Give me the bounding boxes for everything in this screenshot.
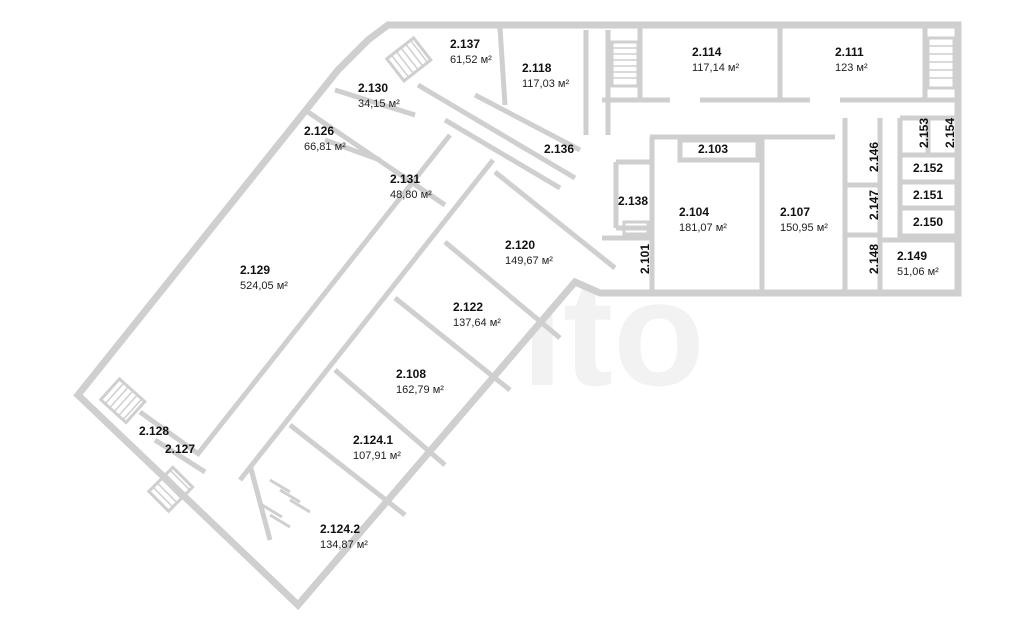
room-2-127: 2.127: [165, 442, 195, 456]
room-number: 2.124.2: [320, 522, 360, 536]
right-wing-walls: [583, 28, 955, 290]
room-area: 107,91 м²: [353, 450, 401, 462]
room-2-148: 2.148: [867, 244, 881, 274]
building-outline: [73, 21, 962, 611]
room-2-149: 2.149 51,06 м²: [897, 249, 939, 278]
room-number: 2.120: [505, 238, 535, 252]
room-number: 2.152: [913, 161, 943, 175]
room-number: 2.151: [913, 188, 943, 202]
room-area: 137,64 м²: [453, 317, 501, 329]
room-number: 2.126: [304, 124, 334, 138]
room-2-136: 2.136: [544, 142, 574, 156]
room-number: 2.118: [522, 61, 552, 75]
room-number: 2.108: [396, 367, 426, 381]
room-2-150: 2.150: [913, 215, 943, 229]
room-2-122: 2.122 137,64 м²: [453, 300, 501, 329]
room-area: 150,95 м²: [780, 222, 828, 234]
room-number: 2.137: [450, 37, 480, 51]
room-area: 117,03 м²: [522, 78, 569, 90]
room-area: 117,14 м²: [692, 62, 739, 74]
room-2-153: 2.153: [917, 118, 931, 148]
room-number: 2.107: [780, 205, 810, 219]
room-number: 2.127: [165, 442, 195, 456]
room-area: 149,67 м²: [505, 255, 553, 267]
room-2-114: 2.114 117,14 м²: [692, 45, 739, 74]
room-2-124-1: 2.124.1 107,91 м²: [353, 433, 401, 462]
room-2-108: 2.108 162,79 м²: [396, 367, 444, 396]
room-2-146: 2.146: [867, 142, 881, 172]
room-2-130: 2.130 34,15 м²: [358, 81, 400, 110]
room-number: 2.111: [835, 45, 864, 59]
room-number: 2.124.1: [353, 433, 393, 447]
room-number: 2.147: [867, 190, 881, 220]
room-2-129: 2.129 524,05 м²: [240, 263, 288, 292]
room-number: 2.154: [943, 118, 957, 148]
room-2-111: 2.111 123 м²: [835, 45, 868, 74]
room-area: 134,87 м²: [320, 539, 368, 551]
room-2-131: 2.131 48,80 м²: [390, 172, 432, 201]
room-2-101: 2.101: [638, 244, 652, 274]
room-area: 51,06 м²: [897, 266, 939, 278]
room-area: 524,05 м²: [240, 280, 288, 292]
room-2-118: 2.118 117,03 м²: [522, 61, 569, 90]
room-2-147: 2.147: [867, 190, 881, 220]
room-number: 2.138: [618, 194, 648, 208]
room-2-138: 2.138: [618, 194, 648, 208]
room-number: 2.149: [897, 249, 927, 263]
room-2-152: 2.152: [913, 161, 943, 175]
room-area: 48,80 м²: [390, 189, 432, 201]
room-2-120: 2.120 149,67 м²: [505, 238, 553, 267]
room-number: 2.131: [390, 172, 420, 186]
room-number: 2.146: [867, 142, 881, 172]
room-2-107: 2.107 150,95 м²: [780, 205, 828, 234]
room-number: 2.130: [358, 81, 388, 95]
room-area: 61,52 м²: [450, 54, 492, 66]
room-2-124-2: 2.124.2 134,87 м²: [320, 522, 368, 551]
room-number: 2.136: [544, 142, 574, 156]
room-number: 2.104: [679, 205, 709, 219]
room-area: 66,81 м²: [304, 141, 346, 153]
diagonal-wing-walls: [138, 27, 617, 541]
room-2-151: 2.151: [913, 188, 943, 202]
room-2-154: 2.154: [943, 118, 957, 148]
room-number: 2.114: [692, 45, 722, 59]
room-number: 2.122: [453, 300, 483, 314]
room-number: 2.148: [867, 244, 881, 274]
room-2-137: 2.137 61,52 м²: [450, 37, 492, 66]
room-2-104: 2.104 181,07 м²: [679, 205, 727, 234]
room-2-103: 2.103: [698, 142, 728, 156]
room-area: 181,07 м²: [679, 222, 727, 234]
room-area: 34,15 м²: [358, 98, 400, 110]
room-area: 123 м²: [835, 62, 868, 74]
room-number: 2.129: [240, 263, 270, 277]
room-number: 2.128: [139, 424, 169, 438]
room-2-128: 2.128: [139, 424, 169, 438]
room-2-126: 2.126 66,81 м²: [304, 124, 346, 153]
room-labels: 2.137 61,52 м² 2.118 117,03 м² 2.114 117,14 м…: [139, 37, 957, 551]
room-number: 2.153: [917, 118, 931, 148]
stairs: [98, 35, 956, 514]
room-number: 2.101: [638, 244, 652, 274]
room-number: 2.150: [913, 215, 943, 229]
room-area: 162,79 м²: [396, 384, 444, 396]
room-number: 2.103: [698, 142, 728, 156]
